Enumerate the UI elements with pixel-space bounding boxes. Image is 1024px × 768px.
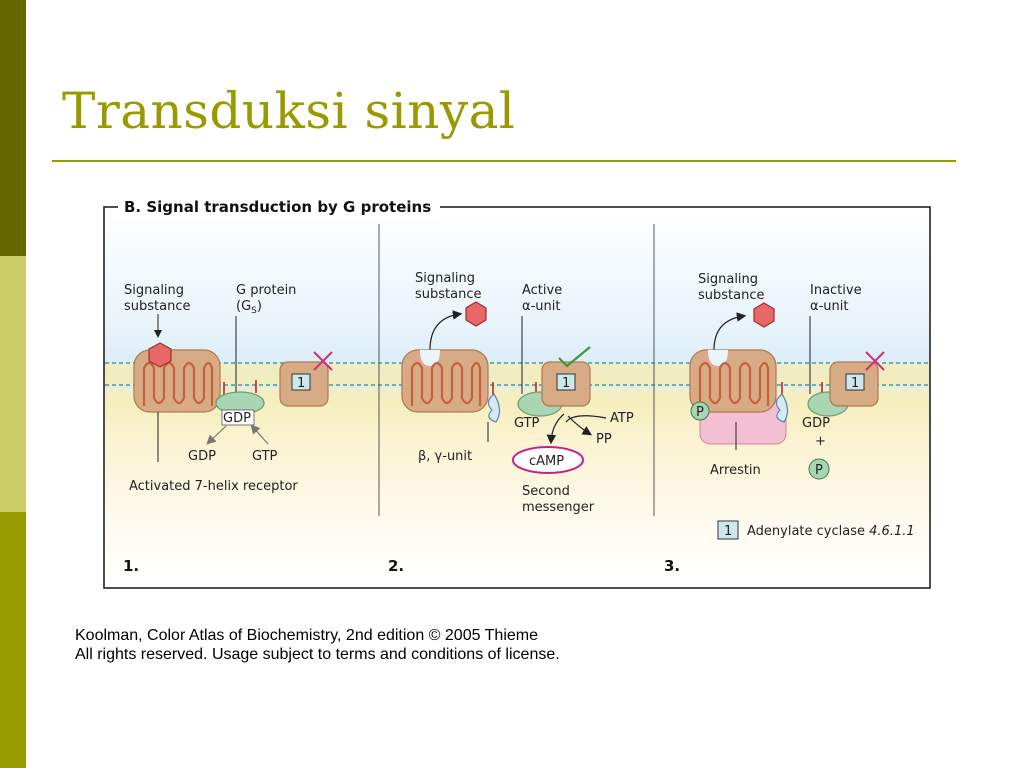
beta-gamma-unit [487, 393, 501, 423]
sidebar-band-mid [0, 512, 26, 768]
figure-heading: B. Signal transduction by G proteins [124, 198, 431, 216]
signal-label-line1: Signaling [124, 283, 184, 298]
panel-number: 3. [664, 557, 680, 575]
atp-conversion-curve [565, 415, 607, 423]
gdp-out-label: GDP [188, 449, 216, 464]
second-messenger-line2: messenger [522, 500, 595, 515]
signal-molecule-hexagon [465, 301, 487, 327]
camp-label: cAMP [529, 454, 564, 469]
receptor-binding-pocket [420, 350, 440, 366]
active-label-line1: Active [522, 283, 562, 298]
inactive-cross [865, 351, 885, 371]
camp-product-arrow [546, 413, 565, 445]
credit-text: Koolman, Color Atlas of Biochemistry, 2n… [75, 626, 560, 664]
signal-transduction-figure: B. Signal transduction by G proteins Sig… [96, 190, 936, 594]
panel-1: Signaling substance G protein (GS) GDP G… [123, 283, 333, 575]
inactive-label-line2: α-unit [810, 299, 848, 314]
active-label-line2: α-unit [522, 299, 560, 314]
enzyme-number-box [291, 373, 311, 391]
membrane-band [105, 362, 929, 386]
gdp-label: GDP [802, 416, 830, 431]
signal-release-arrow [429, 310, 463, 351]
receptor-label: Activated 7-helix receptor [129, 479, 298, 494]
panel-number: 1. [123, 557, 139, 575]
receptor [689, 349, 777, 413]
heading-backdrop [118, 196, 440, 218]
second-messenger-line1: Second [522, 484, 570, 499]
beta-gamma-label: β, γ-unit [418, 449, 472, 464]
signal-label-line2: substance [698, 288, 765, 303]
signal-label-line1: Signaling [415, 271, 475, 286]
slide-sidebar [0, 0, 26, 768]
gtp-in-label: GTP [252, 449, 278, 464]
plus-sign: + [815, 434, 826, 449]
gdp-box [221, 409, 255, 426]
beta-gamma-unit [775, 393, 789, 423]
enzyme-number: 1 [297, 376, 305, 391]
enzyme-number-box [556, 373, 576, 391]
sidebar-band-dark [0, 0, 26, 256]
signal-molecule-hexagon [753, 302, 775, 328]
pp-product-arrow [567, 415, 593, 436]
free-phosphate-label: P [815, 463, 823, 478]
enzyme-number: 1 [562, 376, 570, 391]
title-underline [52, 160, 956, 162]
arrestin-label: Arrestin [710, 463, 761, 478]
gtp-label: GTP [514, 416, 540, 431]
pp-label: PP [596, 432, 612, 447]
panel-2: Signaling substance β, γ-unit Active α-u… [388, 271, 634, 575]
receptor-helices [698, 361, 770, 406]
enzyme-number: 1 [851, 376, 859, 391]
atp-label: ATP [610, 411, 634, 426]
active-checkmark [558, 346, 591, 368]
receptor-binding-pocket [708, 350, 728, 366]
panel-number: 2. [388, 557, 404, 575]
enzyme-number-box [845, 373, 865, 391]
gdp-bound-label: GDP [223, 411, 251, 426]
signal-release-arrow [713, 312, 747, 351]
legend-text: Adenylate cyclase 4.6.1.1 [747, 524, 915, 539]
credit-line-1: Koolman, Color Atlas of Biochemistry, 2n… [75, 627, 538, 644]
gprotein-label-line1: G protein [236, 283, 296, 298]
receptor-helices [142, 361, 214, 406]
phosphate-on-receptor-label: P [696, 405, 704, 420]
receptor [133, 349, 221, 413]
signal-label-line2: substance [415, 287, 482, 302]
panel-3: Signaling substance Inactive α-unit P Ar… [664, 272, 885, 575]
slide-title: Transduksi sinyal [62, 82, 516, 140]
sidebar-band-light [0, 256, 26, 512]
gtp-binding-arrow [250, 424, 269, 445]
legend-box [717, 520, 739, 540]
legend-box-number: 1 [724, 524, 732, 539]
signal-molecule-hexagon [148, 342, 172, 368]
inactive-cross [313, 351, 333, 371]
receptor [401, 349, 489, 413]
signal-label-line1: Signaling [698, 272, 758, 287]
receptor-helices [410, 361, 482, 406]
gdp-release-arrow [206, 425, 227, 445]
inactive-label-line1: Inactive [810, 283, 862, 298]
legend: 1 Adenylate cyclase 4.6.1.1 [717, 520, 915, 540]
credit-line-2: All rights reserved. Usage subject to te… [75, 646, 560, 663]
signal-label-line2: substance [124, 299, 191, 314]
free-phosphate [808, 458, 830, 480]
phosphate-on-receptor [690, 401, 710, 421]
camp-ring [512, 446, 584, 474]
gprotein-label-line2: (GS) [236, 299, 262, 316]
